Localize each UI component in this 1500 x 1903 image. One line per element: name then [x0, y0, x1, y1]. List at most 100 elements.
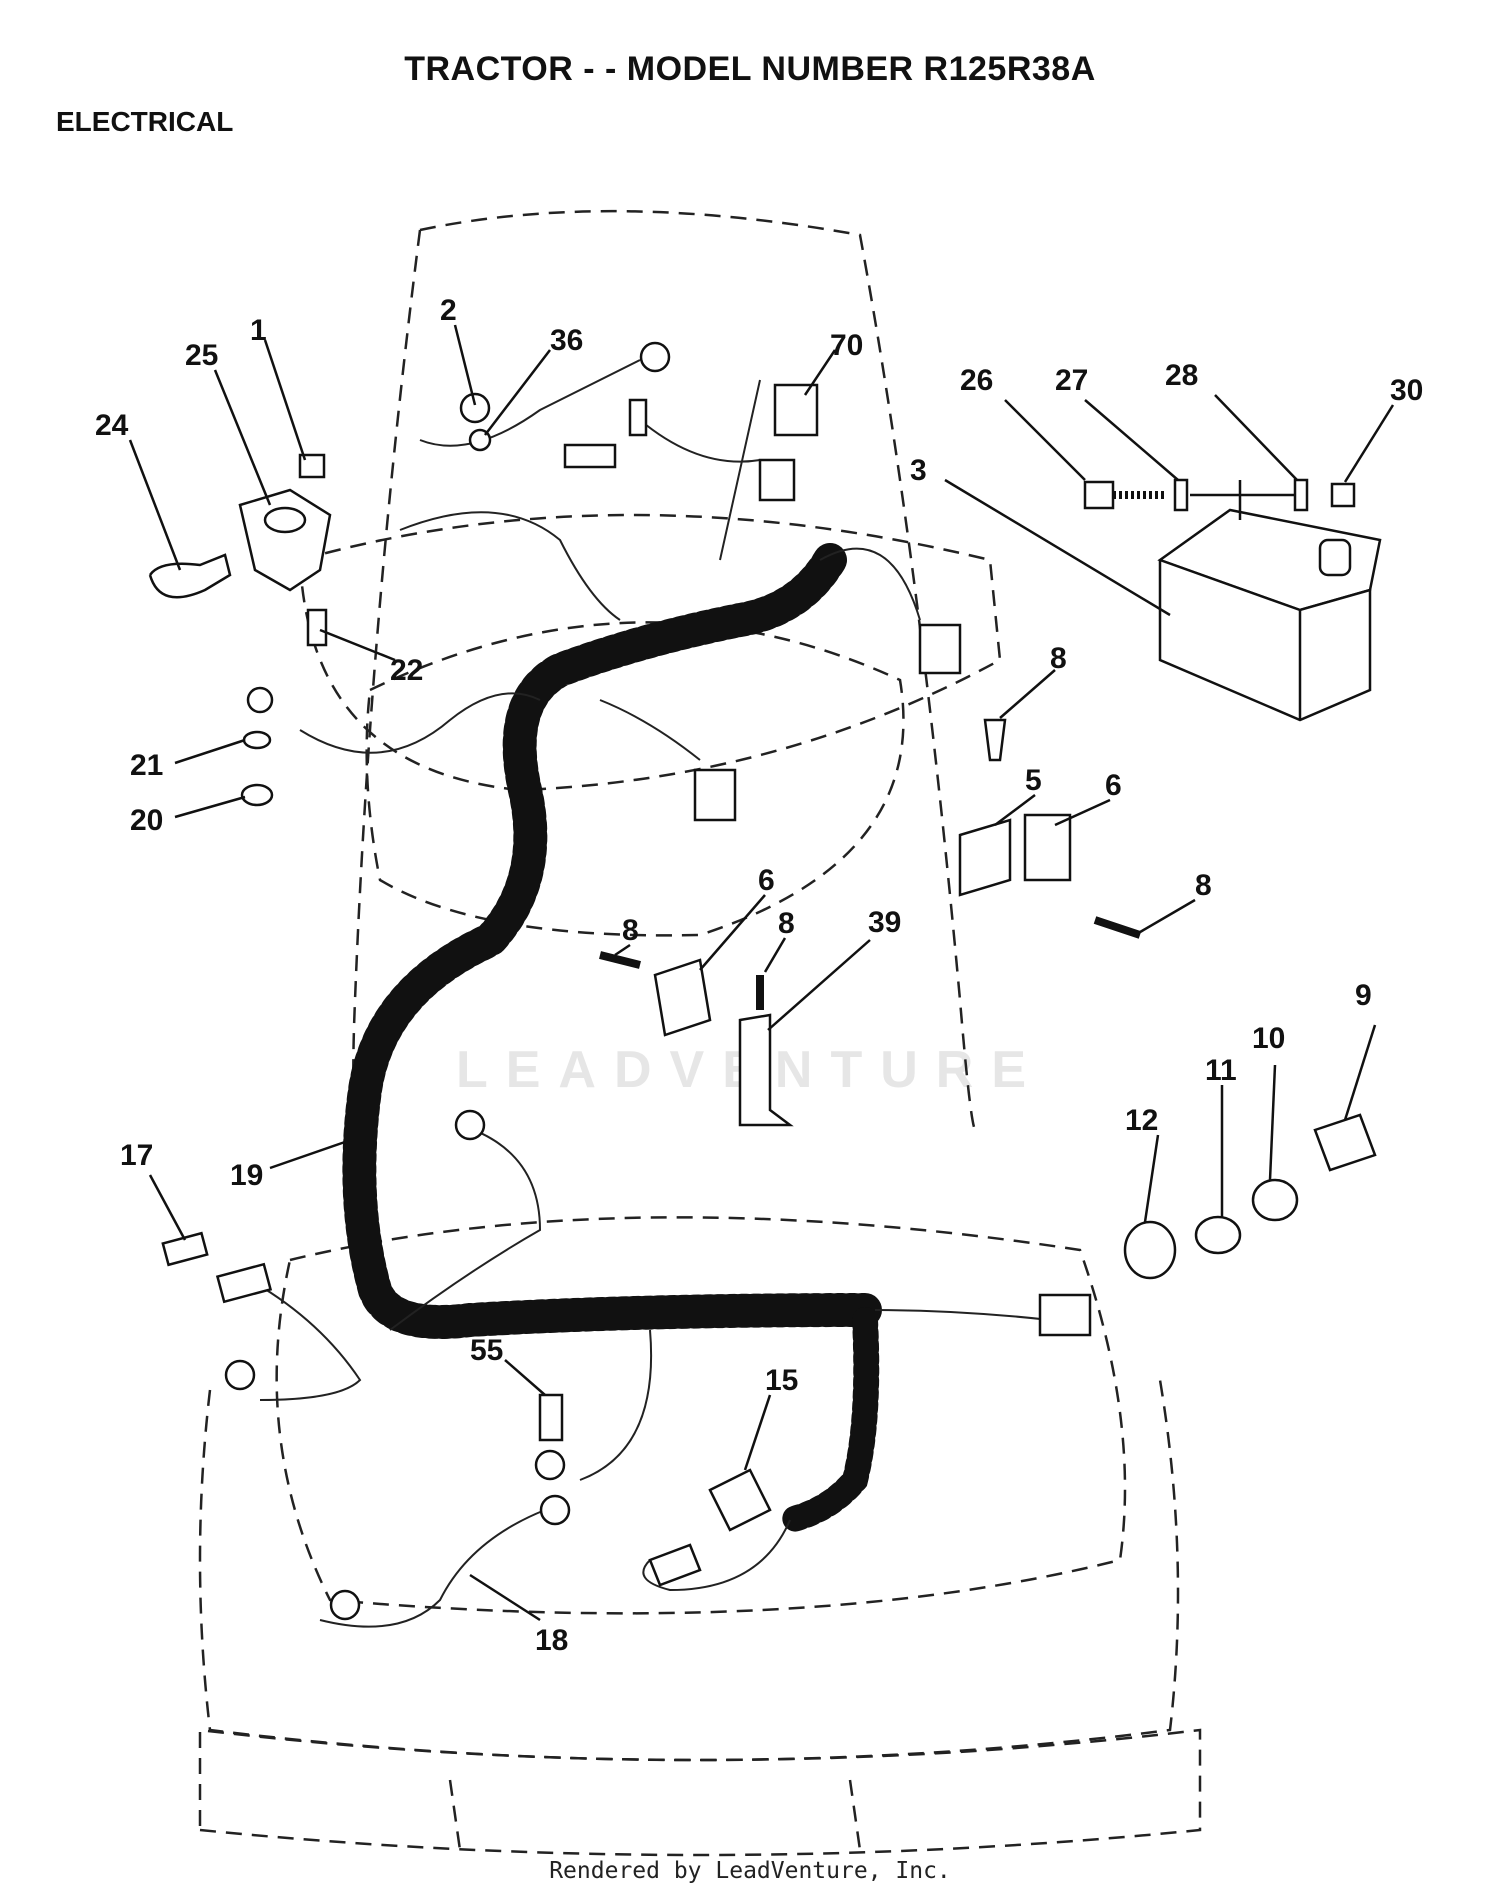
- ring-terminal-mid: [454, 1109, 486, 1141]
- label-27: 27: [1055, 364, 1088, 397]
- bracket-39: [738, 1013, 794, 1127]
- solenoid-body: [238, 488, 332, 592]
- lower-body-outline: [198, 1379, 1180, 1762]
- connector-upper: [758, 458, 796, 502]
- bezel-10: [1251, 1178, 1299, 1222]
- nut-11: [1194, 1215, 1242, 1255]
- wire-mid: [599, 699, 701, 761]
- lower-seam: [448, 1779, 862, 1851]
- leader-18: [469, 1573, 541, 1622]
- screw-8-right: [1093, 916, 1142, 939]
- bracket-5: [958, 818, 1012, 897]
- harness-coil-tail: [777, 1307, 880, 1533]
- label-9: 9: [1355, 979, 1372, 1012]
- fuse-holder: [215, 1262, 273, 1304]
- terminal-boot: [148, 553, 232, 599]
- leader-17: [148, 1174, 187, 1241]
- label-6-right: 6: [1105, 769, 1122, 802]
- connectors: [693, 383, 962, 822]
- dash-inner-outline: [365, 621, 905, 937]
- wires: [249, 359, 1051, 1628]
- screw-22: [306, 608, 328, 647]
- leader-30: [1343, 404, 1395, 483]
- ring-terminal-55: [534, 1449, 566, 1481]
- fuse-top: [628, 398, 648, 437]
- label-70: 70: [830, 329, 863, 362]
- switch-6-center: [653, 958, 712, 1037]
- washer-21: [242, 730, 272, 750]
- label-1: 1: [250, 314, 267, 347]
- dash-outline: [298, 513, 1002, 792]
- seat-outline: [275, 1216, 1127, 1615]
- leader-36: [484, 349, 551, 436]
- nut-30: [1330, 482, 1356, 508]
- wire-right-connector: [819, 547, 921, 621]
- connector-center: [693, 768, 737, 822]
- leader-70: [803, 349, 837, 396]
- label-18: 18: [535, 1624, 568, 1657]
- label-2: 2: [440, 294, 457, 327]
- diagram-title: TRACTOR - - MODEL NUMBER R125R38A: [404, 50, 1096, 88]
- wire-connector-top: [639, 379, 761, 561]
- strap: [1190, 480, 1300, 520]
- label-19: 19: [230, 1159, 263, 1192]
- switch-6-right: [1023, 813, 1072, 882]
- leader-8-right: [1134, 898, 1196, 937]
- footer-credit: Rendered by LeadVenture, Inc.: [549, 1858, 951, 1884]
- harness-coil-path: [342, 543, 882, 1339]
- starter-solenoid: [238, 453, 332, 592]
- leader-5: [994, 794, 1036, 826]
- washer-27: [1173, 478, 1189, 512]
- washer-28: [1293, 478, 1309, 512]
- base-outline: [198, 1728, 1202, 1857]
- screws-8: [599, 718, 1142, 1010]
- wire-top: [419, 359, 641, 447]
- connector-70: [773, 383, 819, 437]
- label-55: 55: [470, 1334, 503, 1367]
- ring-terminal-2: [459, 392, 491, 424]
- label-24: 24: [95, 409, 129, 442]
- part-labels: 1 2 3 5 6 6 6 8 8 8 8 8 9 10 11 12 15 17…: [95, 294, 1423, 1657]
- leader-6-center: [699, 894, 766, 971]
- boot-24: [148, 553, 232, 599]
- wire-ignition: [874, 1309, 1051, 1321]
- leader-10: [1268, 1064, 1277, 1181]
- leader-2: [453, 324, 477, 406]
- ignition-connector: [1038, 1293, 1092, 1337]
- leader-28: [1214, 394, 1298, 481]
- fuse-17: [161, 1231, 209, 1267]
- wire-upper: [399, 511, 621, 621]
- wire-fuse: [249, 1279, 362, 1401]
- label-17: 17: [120, 1139, 153, 1172]
- leader-8-top: [999, 669, 1056, 719]
- label-36: 36: [550, 324, 583, 357]
- label-15: 15: [765, 1364, 798, 1397]
- label-3: 3: [910, 454, 927, 487]
- leader-27: [1084, 399, 1179, 481]
- nut-1: [298, 453, 326, 479]
- wire-solenoid: [642, 1519, 791, 1592]
- label-8-left: 8: [622, 914, 639, 947]
- battery: [1157, 508, 1382, 722]
- label-8-top: 8: [1050, 642, 1067, 675]
- label-26: 26: [960, 364, 993, 397]
- leader-20: [174, 795, 246, 819]
- leader-19: [269, 1140, 346, 1170]
- leader-55: [504, 1359, 546, 1396]
- label-6-center: 6: [758, 864, 775, 897]
- ring-terminal-18: [539, 1494, 571, 1526]
- label-20: 20: [130, 804, 163, 837]
- screw-8-top: [983, 718, 1007, 762]
- leader-39: [767, 939, 871, 1031]
- leader-6-right: [1054, 798, 1111, 827]
- ring-terminal-18-left: [329, 1589, 361, 1621]
- solenoid-top: [263, 506, 307, 534]
- ring-terminal-left: [246, 686, 274, 714]
- label-12: 12: [1125, 1104, 1158, 1137]
- nut-20: [240, 783, 274, 807]
- ignition-switch-12: [1123, 1220, 1177, 1280]
- wiring-harness-coil: [342, 543, 882, 1533]
- label-10: 10: [1252, 1022, 1285, 1055]
- wire-left: [299, 692, 541, 754]
- leader-25: [213, 369, 272, 506]
